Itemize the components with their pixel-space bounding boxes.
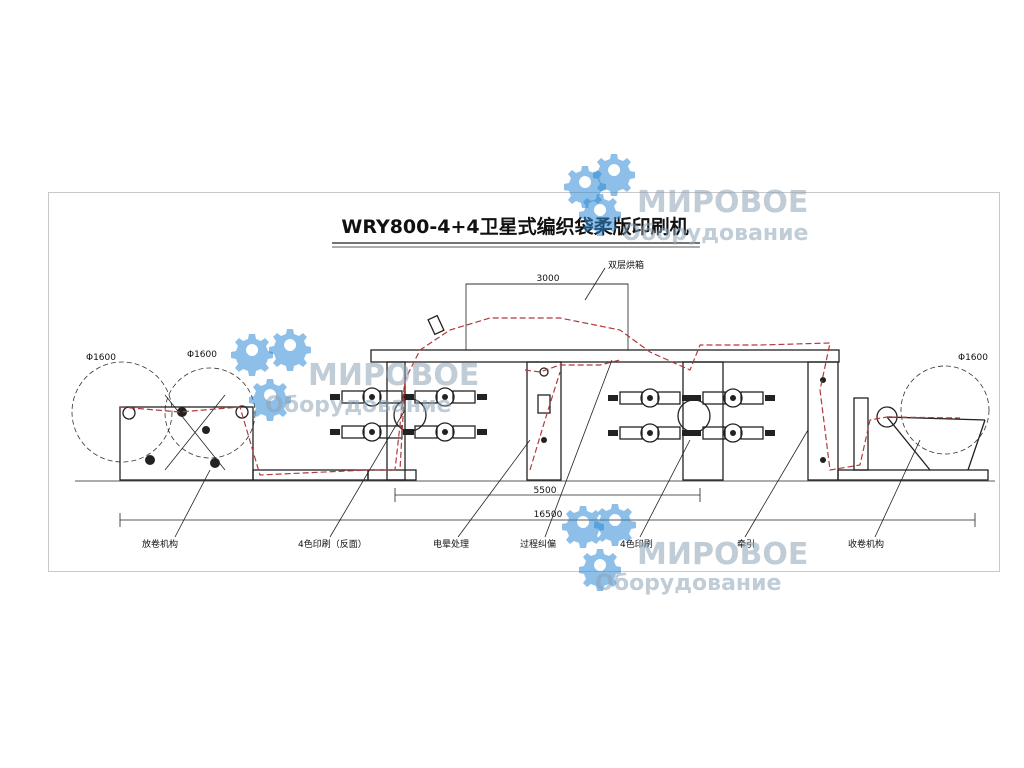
dryer-hatch — [427, 314, 445, 336]
web-path-corona-up — [529, 371, 561, 471]
label-print-reverse: 4色印刷（反面） — [298, 538, 367, 550]
label-corona: 电晕处理 — [433, 538, 469, 550]
drawing-frame — [48, 192, 1000, 572]
dim-overall: 16500 — [534, 510, 563, 520]
web-path — [119, 317, 961, 476]
roll-diameter-rewind: Φ1600 — [958, 353, 988, 363]
watermark-sub: Оборудование — [622, 221, 808, 246]
web-path-corona — [524, 359, 621, 373]
rewind-section — [837, 365, 990, 481]
label-web-guide: 过程纠偏 — [520, 538, 556, 550]
watermark-gear-icon — [231, 334, 273, 376]
watermark-word: МИРОВОЕ — [308, 358, 479, 393]
watermark-word: МИРОВОЕ — [637, 185, 808, 220]
watermark-top: МИРОВОЕ Оборудование — [564, 154, 808, 246]
watermark-sub: Оборудование — [595, 571, 781, 596]
roll-diameter-unwind-right: Φ1600 — [187, 350, 217, 360]
label-rewind: 收卷机构 — [848, 538, 884, 550]
watermark-sub: Оборудование — [265, 393, 451, 418]
web-path-drop — [399, 379, 406, 471]
watermark-gear-icon — [593, 154, 635, 196]
unwind-section — [71, 361, 256, 481]
leader-lines — [174, 267, 921, 538]
watermark-gear-icon — [594, 504, 636, 546]
label-traction: 牵引 — [737, 539, 755, 550]
watermark-word: МИРОВОЕ — [637, 537, 808, 572]
dryer-box — [465, 283, 629, 351]
label-unwind: 放卷机构 — [142, 538, 178, 550]
printing-unit-left — [329, 361, 488, 481]
corona-tower — [526, 361, 562, 481]
watermark-bottom: МИРОВОЕ Оборудование — [562, 504, 808, 596]
printing-unit-right — [607, 361, 776, 481]
roll-diameter-unwind-left: Φ1600 — [86, 353, 116, 363]
dim-dryer-width: 3000 — [537, 274, 560, 284]
watermark-gear-icon — [579, 194, 621, 236]
dim-span: 5500 — [534, 486, 557, 496]
watermark-gear-icon — [269, 329, 311, 371]
traction-tower — [807, 361, 839, 481]
label-dryer: 双层烘箱 — [608, 259, 644, 271]
watermark-middle: МИРОВОЕ Оборудование — [231, 329, 479, 421]
